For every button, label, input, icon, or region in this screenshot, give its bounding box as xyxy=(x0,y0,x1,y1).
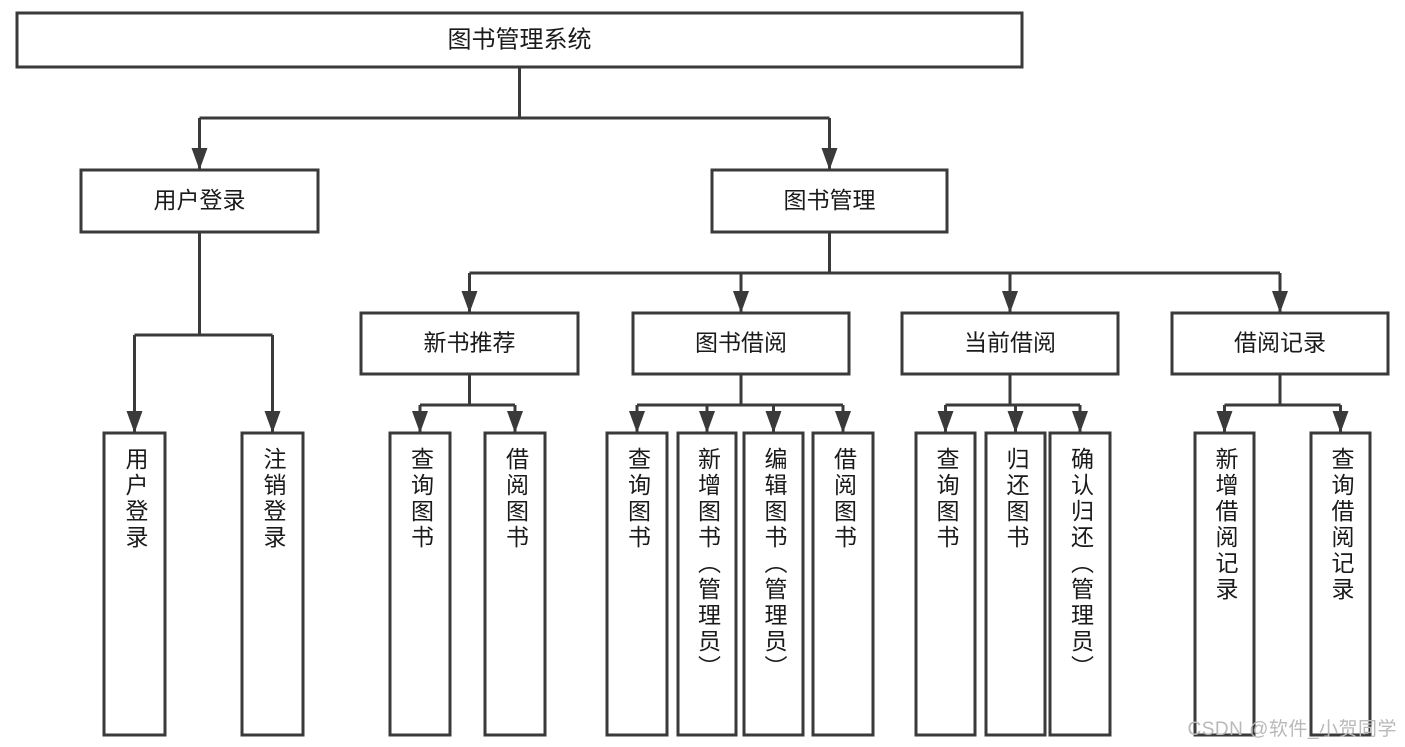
level1-node-label: 图书管理 xyxy=(784,187,876,213)
root-node-label: 图书管理系统 xyxy=(448,26,592,53)
connector-layer xyxy=(126,67,1349,433)
level1-node-label: 用户登录 xyxy=(154,187,246,213)
arrow-head xyxy=(1272,291,1288,313)
leaf-node-box xyxy=(811,431,875,737)
arrow-head xyxy=(835,411,851,433)
root-node-box xyxy=(15,11,1024,69)
level2-node-box xyxy=(1170,311,1390,376)
leaf-node-box xyxy=(483,431,547,737)
level2-node-box xyxy=(900,311,1120,376)
level2-node-label: 图书借阅 xyxy=(695,330,787,356)
arrow-head xyxy=(412,411,428,433)
leaf-node-box xyxy=(102,431,167,737)
arrow-head xyxy=(699,411,715,433)
arrow-head xyxy=(1216,411,1233,433)
leaf-node-box xyxy=(914,431,977,737)
level1-node-box xyxy=(710,168,949,234)
level2-node-box xyxy=(631,311,851,376)
leaf-node-box xyxy=(1309,431,1372,737)
leaf-node-box xyxy=(742,431,805,737)
arrow-head xyxy=(507,411,523,433)
arrow-head xyxy=(126,411,143,433)
node-box-layer xyxy=(15,11,1390,737)
leaf-node-box xyxy=(676,431,738,737)
watermark: CSDN @软件_小贺同学 xyxy=(1187,719,1397,740)
arrow-head xyxy=(733,291,749,313)
arrow-head xyxy=(629,411,645,433)
arrow-head xyxy=(821,148,838,170)
arrow-head xyxy=(765,411,782,433)
arrow-head xyxy=(1072,411,1088,433)
arrow-head xyxy=(1007,411,1024,433)
arrow-head xyxy=(461,291,478,313)
level1-node-box xyxy=(79,168,320,234)
level2-node-label: 当前借阅 xyxy=(964,330,1056,356)
leaf-node-box xyxy=(984,431,1047,737)
level2-node-label: 借阅记录 xyxy=(1234,330,1326,356)
leaf-node-box xyxy=(605,431,669,737)
leaf-node-box xyxy=(1193,431,1256,737)
arrow-head xyxy=(191,148,208,170)
leaf-node-box xyxy=(1048,431,1112,737)
level2-node-box xyxy=(359,311,580,376)
arrow-head xyxy=(937,411,954,433)
arrow-head xyxy=(1332,411,1349,433)
arrow-head xyxy=(264,411,281,433)
leaf-node-box xyxy=(388,431,452,737)
leaf-node-box xyxy=(240,431,305,737)
arrow-head xyxy=(1002,291,1018,313)
level2-node-label: 新书推荐 xyxy=(424,330,516,356)
